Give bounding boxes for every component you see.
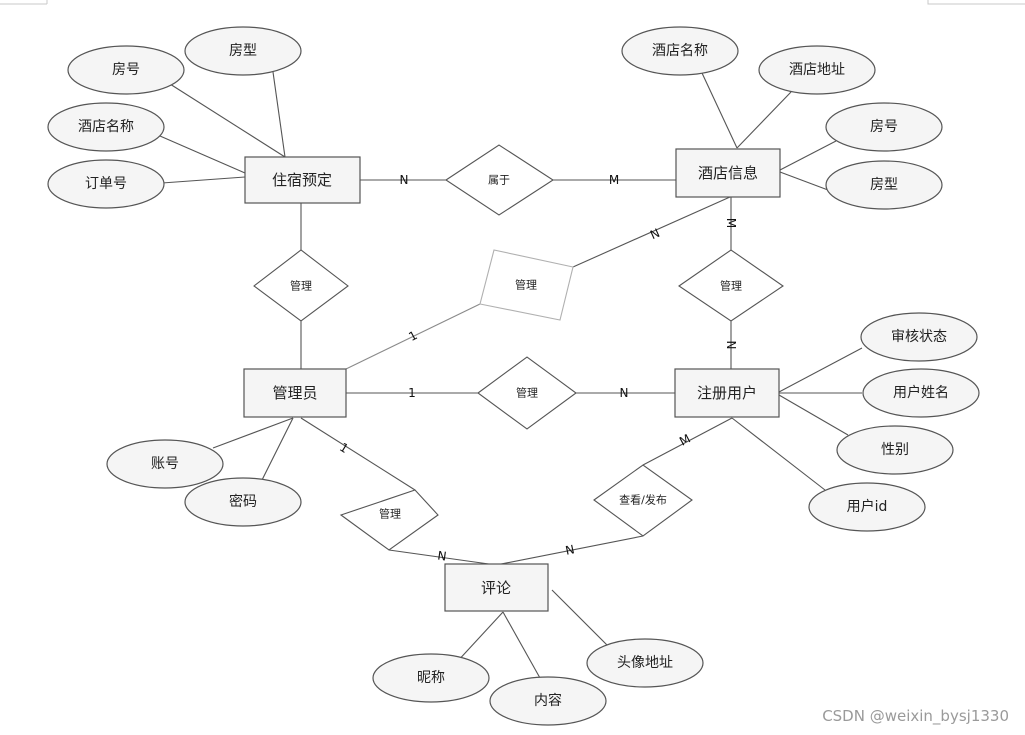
relation-manage-user: 管理: [477, 356, 577, 430]
link-booking-hotel-name: [159, 135, 246, 174]
relation-manage-comment-label: 管理: [379, 507, 401, 521]
relation-belongs: 属于: [445, 144, 555, 216]
relation-manage-booking-label: 管理: [290, 279, 312, 293]
attr-booking-room-no: 房号: [67, 45, 185, 95]
link-hotel-room-type: [779, 171, 829, 191]
entity-user: 注册用户: [674, 368, 780, 418]
card-belongs-booking: N: [400, 173, 409, 187]
card-admin-user-admin: 1: [408, 386, 416, 400]
attr-user-id: 用户id: [808, 482, 926, 532]
attr-admin-password-label: 密码: [229, 493, 257, 510]
attr-comment-nickname-label: 昵称: [417, 670, 445, 686]
entity-comment: 评论: [444, 563, 549, 612]
attr-booking-room-type-label: 房型: [229, 43, 257, 59]
link-hotel-room-no: [779, 140, 837, 171]
attr-user-id-label: 用户id: [847, 498, 888, 515]
relation-manage-user-label: 管理: [516, 386, 538, 400]
card-admin-hotel-admin: 1: [406, 328, 419, 344]
attr-hotel-room-type: 房型: [825, 160, 943, 210]
card-user-comment-comment: N: [564, 542, 576, 558]
relation-manage-booking: 管理: [253, 249, 349, 322]
attr-hotel-room-type-label: 房型: [870, 177, 898, 193]
link-booking-room-no: [169, 83, 286, 158]
relation-manage-hotel-admin-label: 管理: [515, 278, 537, 292]
attr-hotel-address: 酒店地址: [758, 45, 876, 95]
relation-view-publish: 查看/发布: [593, 464, 693, 537]
relation-manage-comment: 管理: [339, 489, 439, 551]
link-user-id: [731, 417, 826, 491]
link-comment-nickname: [454, 611, 504, 665]
attr-hotel-address-label: 酒店地址: [789, 62, 845, 78]
card-belongs-hotel: M: [609, 173, 619, 187]
link-admin-manage-comment: [300, 417, 416, 491]
attr-hotel-name-label: 酒店名称: [652, 43, 708, 59]
link-comment-avatar: [551, 589, 609, 647]
attr-comment-avatar: 头像地址: [586, 638, 704, 688]
attr-user-review-status-label: 审核状态: [891, 329, 947, 345]
attr-comment-avatar-label: 头像地址: [617, 655, 673, 671]
link-booking-room-type: [272, 71, 286, 158]
relation-belongs-label: 属于: [488, 174, 510, 187]
attr-hotel-room-no: 房号: [825, 102, 943, 152]
link-admin-manage-hotel: [345, 303, 481, 370]
link-hotel-name: [701, 72, 738, 149]
attr-comment-nickname: 昵称: [372, 653, 490, 703]
relation-manage-hotel-admin: 管理: [479, 249, 574, 321]
entity-comment-label: 评论: [481, 579, 511, 597]
link-booking-order-no: [161, 176, 246, 184]
link-user-gender: [778, 394, 849, 436]
entity-admin-label: 管理员: [272, 384, 317, 402]
card-admin-user-user: N: [620, 386, 629, 400]
attr-user-gender: 性别: [836, 425, 954, 475]
attr-admin-password: 密码: [184, 477, 302, 527]
attr-booking-room-type: 房型: [184, 26, 302, 76]
link-user-view-publish: [642, 417, 733, 466]
attr-user-gender-label: 性别: [881, 442, 909, 458]
card-hotel-user-user: N: [724, 341, 738, 350]
attr-user-name: 用户姓名: [862, 368, 980, 418]
link-manage-comment: [388, 549, 497, 566]
card-admin-comment-comment: N: [437, 548, 448, 563]
attr-booking-hotel-name-label: 酒店名称: [78, 119, 134, 135]
attr-comment-content: 内容: [489, 676, 607, 726]
link-manage-hotel-admin: [572, 196, 731, 268]
attr-admin-account: 账号: [106, 439, 224, 489]
relation-manage-hotel-user-label: 管理: [720, 279, 742, 293]
attr-comment-content-label: 内容: [534, 692, 562, 709]
link-view-publish-comment: [495, 535, 644, 566]
page-corner-mark-right: [927, 0, 1025, 5]
entity-booking-label: 住宿预定: [272, 171, 332, 189]
link-admin-account: [212, 417, 294, 449]
entity-booking: 住宿预定: [244, 156, 361, 204]
attr-hotel-name: 酒店名称: [621, 26, 739, 76]
link-comment-content: [502, 611, 541, 679]
entity-user-label: 注册用户: [697, 384, 757, 402]
attr-booking-order-no: 订单号: [47, 159, 165, 209]
attr-user-name-label: 用户姓名: [893, 384, 949, 401]
entity-hotel-label: 酒店信息: [698, 164, 758, 182]
attr-booking-room-no-label: 房号: [112, 62, 140, 78]
attr-user-review-status: 审核状态: [860, 312, 978, 362]
attr-admin-account-label: 账号: [151, 456, 179, 472]
attr-hotel-room-no-label: 房号: [870, 119, 898, 135]
relation-manage-hotel-user: 管理: [678, 249, 784, 322]
entity-hotel: 酒店信息: [675, 148, 781, 198]
watermark-text: CSDN @weixin_bysj1330: [822, 707, 1009, 725]
relation-view-publish-label: 查看/发布: [619, 493, 667, 507]
card-hotel-user-hotel: M: [724, 218, 738, 228]
attr-booking-hotel-name: 酒店名称: [47, 102, 165, 152]
page-corner-mark-left: [0, 0, 48, 5]
link-admin-password: [261, 417, 294, 481]
attr-booking-order-no-label: 订单号: [85, 176, 127, 192]
link-user-review-status: [778, 347, 863, 393]
entity-admin: 管理员: [243, 368, 347, 418]
link-hotel-address: [736, 91, 792, 149]
